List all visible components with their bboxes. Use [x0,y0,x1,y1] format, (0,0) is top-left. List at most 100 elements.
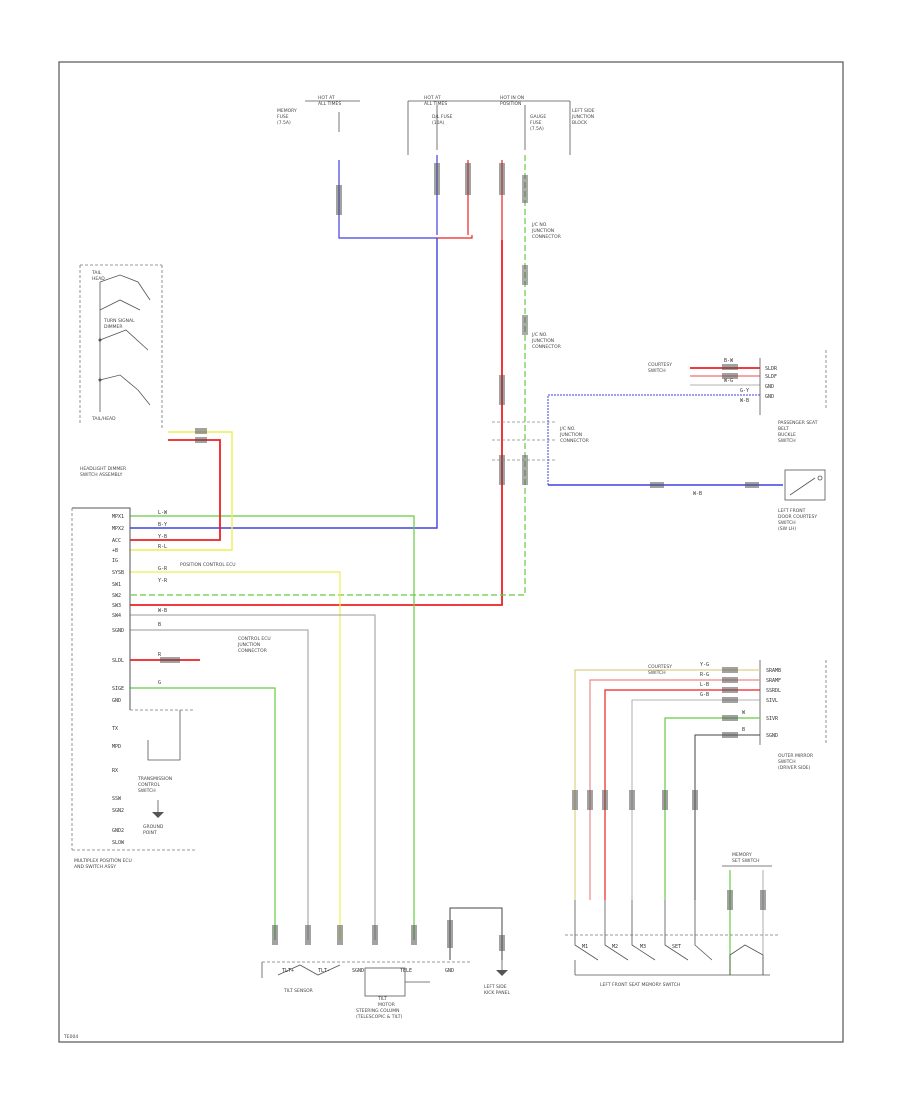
joint-labels: J/C NO. JUNCTION CONNECTOR J/C NO. JUNCT… [531,222,561,350]
svg-text:SYSB: SYSB [112,570,124,576]
ecu-pin-20: GND2 [112,828,124,834]
mirror-pin-1: SRAMB [766,668,781,674]
set-switch-1: MEMORY [732,852,752,858]
ecu-pin-13: SIGE [112,686,124,692]
seat-memory-switch [565,900,780,976]
mem-label-set: SET [672,944,681,950]
svg-text:AND SWITCH ASSY: AND SWITCH ASSY [74,864,116,870]
svg-text:LEFT FRONT: LEFT FRONT [778,508,806,514]
svg-text:FUSE: FUSE [277,114,289,120]
svg-text:SLDL: SLDL [112,658,124,664]
ecu-title-1: MULTIPLEX POSITION ECU [74,858,132,864]
svg-text:FUSE: FUSE [530,120,542,126]
door-wire-code: W-B [693,491,702,497]
hl-title-1: HEADLIGHT DIMMER [80,466,126,472]
svg-text:JUNCTION: JUNCTION [559,432,582,438]
svg-text:SWITCH ASSEMBLY: SWITCH ASSEMBLY [80,472,123,478]
mem-label-m3: M3 [640,944,646,950]
ps-pin-3: GND [765,384,774,390]
diagram-frame [58,61,844,1043]
svg-text:(7.5A): (7.5A) [277,120,291,126]
svg-text:L-B: L-B [700,682,709,688]
svg-text:SW4: SW4 [112,613,121,619]
svg-text:CONNECTOR: CONNECTOR [238,648,267,654]
tilt-pin-3: SGND [352,968,364,974]
mirror-note-1: COURTESY [648,664,672,670]
svg-text:IG: IG [112,558,118,564]
svg-text:L-W: L-W [158,510,168,516]
tilt-pin-1: TLT+ [282,968,294,974]
svg-text:ACC: ACC [112,538,121,544]
svg-text:GND: GND [765,394,774,400]
ecu-wire-code-9: R [158,652,162,658]
svg-text:SWITCH: SWITCH [778,520,796,526]
mirror-wire-3: L-B [700,682,709,688]
j2-label-2: JUNCTION [531,338,554,344]
right-fuse-label-3: (7.5A) [530,126,544,132]
svg-text:POSITION CONTROL ECU: POSITION CONTROL ECU [180,562,236,568]
svg-text:SW3: SW3 [112,603,121,609]
outer-mirror-labels: SRAMB SRAMF SSRDL SIVL SIVR SGND Y-G R-G… [648,662,813,771]
left-hot-note-2: ALL TIMES [318,101,341,107]
svg-text:LEFT FRONT SEAT MEMORY SWITCH: LEFT FRONT SEAT MEMORY SWITCH [600,982,680,988]
svg-text:LEFT SIDE: LEFT SIDE [484,984,507,990]
ecu-wire-code-4: R-L [158,544,167,550]
svg-text:SGN2: SGN2 [112,808,124,814]
svg-text:HOT AT: HOT AT [318,95,335,101]
svg-text:SSRDL: SSRDL [766,688,781,694]
svg-text:JUNCTION: JUNCTION [531,228,554,234]
svg-text:SGND: SGND [112,628,124,634]
door-title-2: DOOR COURTESY [778,514,817,520]
mirror-wire-5: W [742,710,746,716]
svg-text:SIVR: SIVR [766,716,779,722]
tilt-pin-4: TELE [400,968,412,974]
ecu-pin-16: MPD [112,744,121,750]
ecu-note-3: JUNCTION [237,642,260,648]
ecu-pin-5: IG [112,558,118,564]
right-fuse-label-1: GAUGE [530,114,546,120]
mirror-pin-2: SRAMF [766,678,781,684]
svg-text:CONNECTOR: CONNECTOR [560,438,589,444]
ps-pin-1: SLDR [765,366,778,372]
ecu-wire-code-6: Y-R [158,578,168,584]
svg-text:SRAMF: SRAMF [766,678,781,684]
ecu-wire-code-1: L-W [158,510,168,516]
ps-wire-2: W-G [724,378,733,384]
svg-text:MULTIPLEX POSITION ECU: MULTIPLEX POSITION ECU [74,858,132,864]
ecu-pin-21: SLOW [112,840,125,846]
set-switch-2: SET SWITCH [732,858,760,864]
left-hot-note-1: HOT AT [318,95,335,101]
svg-text:TAIL/HEAD: TAIL/HEAD [91,416,116,422]
left-fuse-label-1: MEMORY [277,108,297,114]
tilt-ground-icon [496,960,508,976]
svg-text:HOT IN ON: HOT IN ON [500,95,524,101]
door-title-1: LEFT FRONT [778,508,806,514]
middle-fuse-label-1: D/L FUSE [432,114,453,120]
svg-text:G: G [158,680,161,686]
mem-label-m2: M2 [612,944,618,950]
svg-text:DOOR COURTESY: DOOR COURTESY [778,514,817,520]
svg-text:DIMMER: DIMMER [104,324,123,330]
svg-text:G-B: G-B [700,692,709,698]
mirror-wire-4: G-B [700,692,709,698]
svg-text:W-G: W-G [724,378,733,384]
ecu-pin-6: SYSB [112,570,124,576]
footer-code: TE004 [63,1034,78,1040]
ps-title-4: SWITCH [778,438,796,444]
svg-text:TE004: TE004 [63,1034,78,1040]
headlight-dimmer-switch: TAIL HEAD TURN SIGNAL DIMMER TAIL/HEAD H… [79,264,163,478]
ps-wire-3: G-Y [740,388,749,394]
svg-text:ALL TIMES: ALL TIMES [424,101,447,107]
svg-text:STEERING COLUMN: STEERING COLUMN [356,1008,400,1014]
mirror-title-1: OUTER MIRROR [778,753,813,759]
ecu-wire-code-8: B [158,622,161,628]
svg-text:JUNCTION: JUNCTION [237,642,260,648]
svg-text:G-Y: G-Y [740,388,749,394]
tilt-pin-2: TLT- [318,968,330,974]
svg-text:Y-R: Y-R [158,578,168,584]
ecu-pin-7: SW1 [112,582,121,588]
right-hot-note-2: POSITION [500,101,521,107]
memory-set-switch [722,865,772,975]
ecu-pin-17: RX [112,768,118,774]
svg-text:W: W [742,710,746,716]
